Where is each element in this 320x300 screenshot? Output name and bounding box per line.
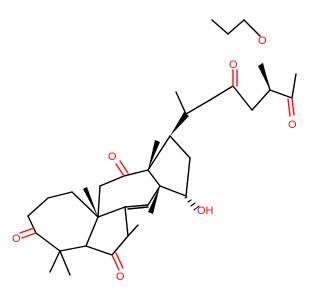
structure-canvas: O O O OH O O O xyxy=(12,19,297,283)
c7-ketone xyxy=(111,252,124,271)
o-ketone-ring-a: O xyxy=(12,233,21,245)
side-chain-ketone xyxy=(232,69,238,87)
o-hydroxyl: OH xyxy=(197,205,214,217)
c11-ketone xyxy=(115,160,129,177)
ring-d xyxy=(147,135,191,197)
ring-b xyxy=(85,206,139,256)
o-ketone-side-chain: O xyxy=(229,59,238,71)
side-chain xyxy=(175,63,297,115)
ring-a xyxy=(27,191,99,252)
o-ester-ether: O xyxy=(258,35,267,47)
ring-a-ketone xyxy=(19,227,37,239)
molecule-drawing: O O O OH O O O xyxy=(12,19,297,283)
o-ketone-c11: O xyxy=(108,151,117,163)
c14-methyl xyxy=(148,186,160,214)
c15-hydroxyl-bond xyxy=(184,196,200,211)
ester-group xyxy=(211,19,295,117)
c13-methyl xyxy=(148,140,160,170)
c10-methyl xyxy=(83,187,98,217)
c17-side-chain-bond xyxy=(170,112,189,136)
o-ketone-c7: O xyxy=(116,271,125,283)
o-ester-carbonyl: O xyxy=(288,119,297,131)
ring-c xyxy=(97,169,161,218)
c25-methyl xyxy=(258,63,270,90)
gem-dimethyl xyxy=(49,250,71,276)
